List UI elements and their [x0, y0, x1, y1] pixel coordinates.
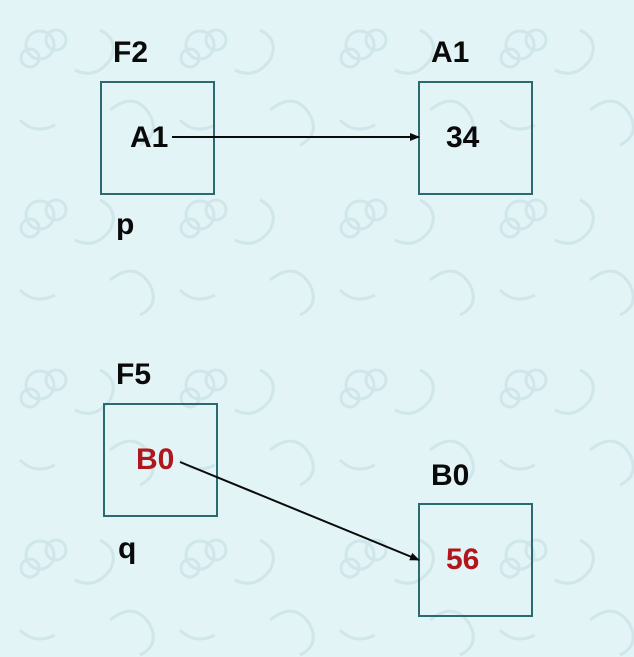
pointer-cell	[100, 81, 215, 195]
pointer-variable-name: p	[116, 208, 135, 241]
pointer-value: B0	[136, 443, 175, 476]
target-value: 34	[446, 121, 480, 154]
target-value: 56	[446, 543, 480, 576]
pointer-variable-name: q	[118, 532, 137, 565]
pointer-address-label: F5	[116, 358, 152, 391]
pointer-cell	[103, 403, 218, 517]
pointer-value: A1	[130, 121, 169, 154]
pointer-address-label: F2	[113, 36, 149, 69]
target-address-label: B0	[431, 459, 470, 492]
target-address-label: A1	[431, 36, 470, 69]
